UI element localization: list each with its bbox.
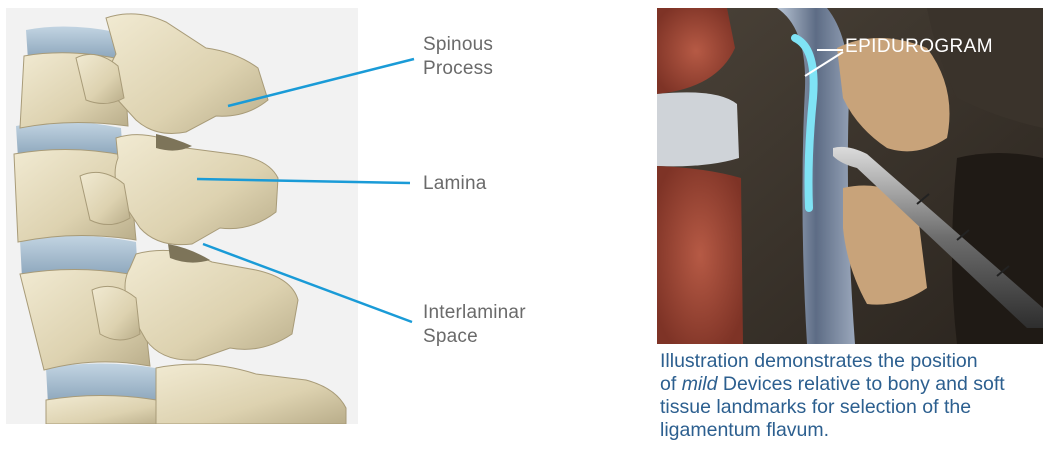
spinous-leader-line (228, 59, 414, 106)
label-spinous-line1: Spinous (423, 33, 493, 57)
label-lamina: Lamina (423, 172, 487, 196)
label-interlaminar-line2: Space (423, 325, 526, 349)
label-spinous-process: Spinous Process (423, 33, 493, 81)
surgical-illustration (657, 8, 1043, 344)
caption-mild-emphasis: mild (682, 373, 718, 395)
caption-line-2-prefix: of (660, 373, 682, 395)
label-interlaminar-space: Interlaminar Space (423, 301, 526, 349)
label-spinous-line2: Process (423, 57, 493, 81)
lamina-leader-line (197, 179, 410, 183)
caption-line-1: Illustration demonstrates the position (660, 350, 1045, 373)
caption-line-2: of mild Devices relative to bony and sof… (660, 373, 1045, 396)
caption-line-3: tissue landmarks for selection of the (660, 396, 1045, 419)
label-interlaminar-line1: Interlaminar (423, 301, 526, 325)
caption-line-2-suffix: Devices relative to bony and soft (717, 373, 1004, 395)
caption-line-4: ligamentum flavum. (660, 419, 1045, 442)
epidurogram-label: EPIDUROGRAM (845, 36, 993, 58)
interlaminar-leader-line (203, 244, 412, 322)
illustration-caption: Illustration demonstrates the position o… (660, 350, 1045, 442)
